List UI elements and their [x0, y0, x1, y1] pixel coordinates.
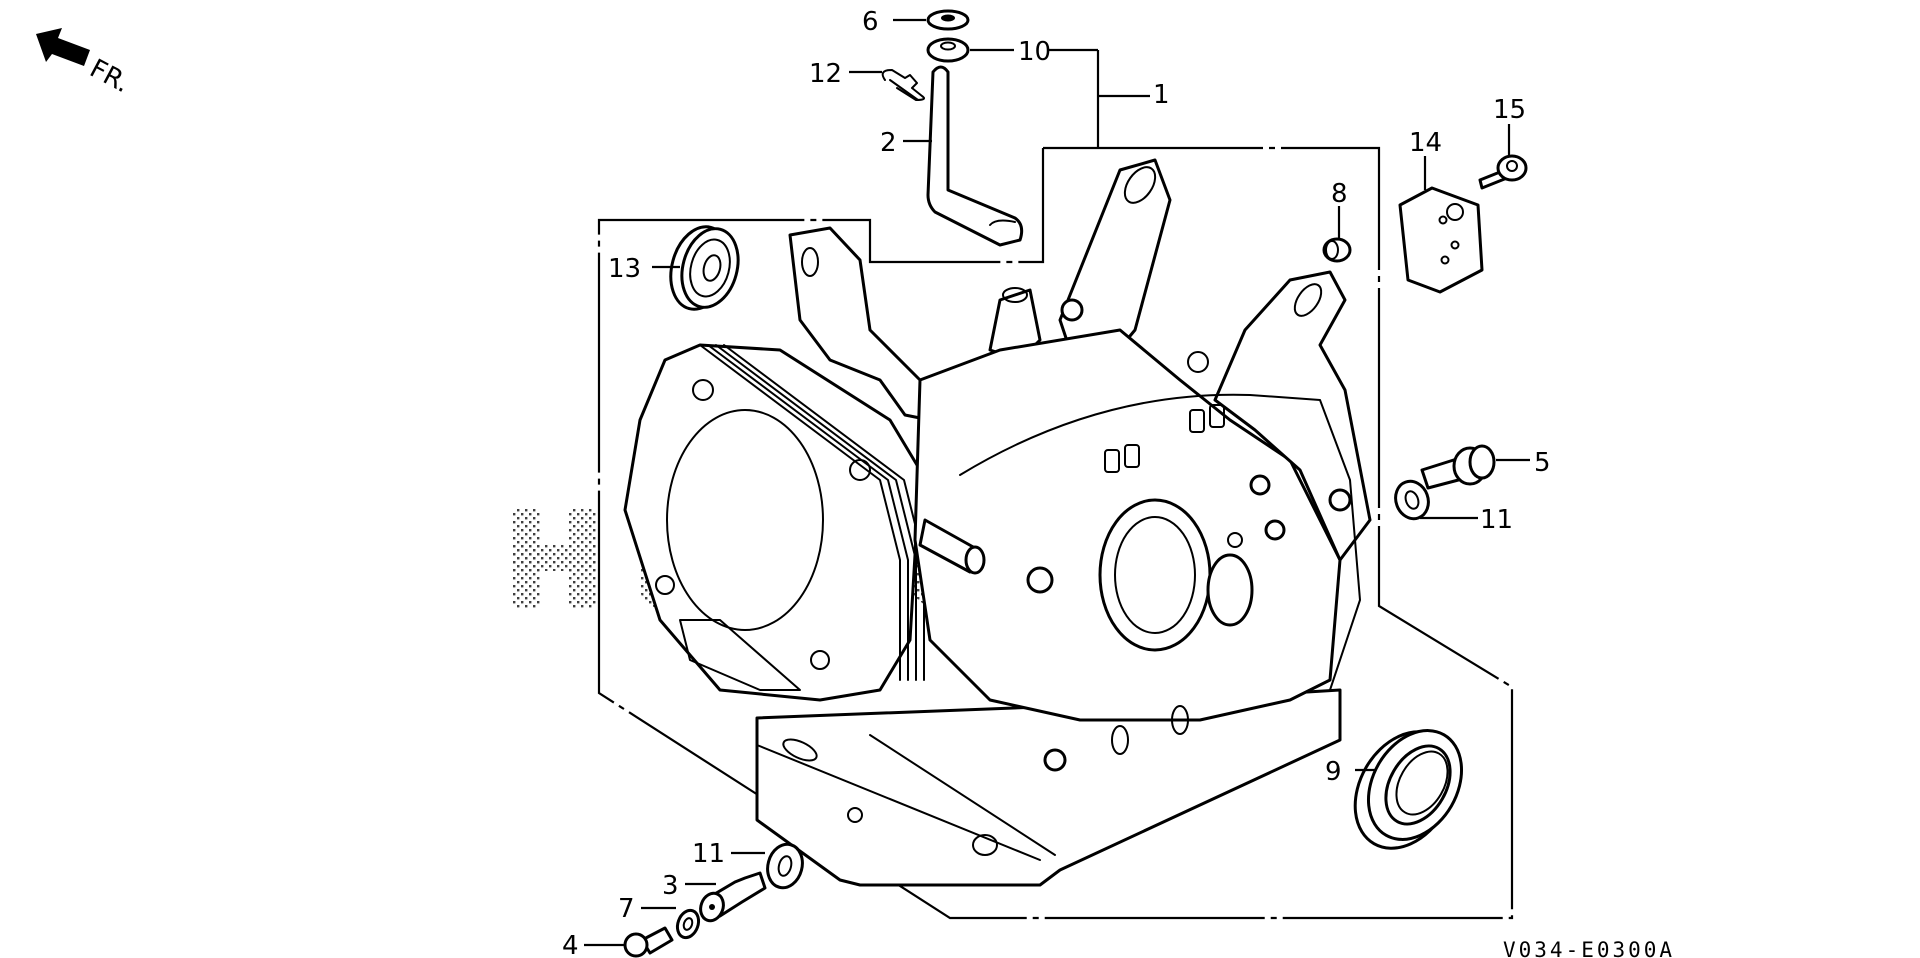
- callout-14: 14: [1409, 128, 1442, 158]
- callout-6: 6: [862, 7, 879, 37]
- part-15-screw: [1478, 154, 1528, 190]
- part-7-washer: [675, 908, 701, 940]
- part-6-washer: [926, 9, 970, 31]
- part-2-governor-shaft: [926, 65, 1024, 247]
- callout-4: 4: [562, 931, 579, 958]
- callout-3: 3: [662, 871, 679, 901]
- callout-5: 5: [1534, 448, 1551, 478]
- callout-8: 8: [1331, 179, 1348, 209]
- front-direction-label: FR.: [85, 54, 135, 99]
- callout-11-right: 11: [1480, 505, 1513, 535]
- part-4-drain-bolt: [623, 926, 674, 958]
- callout-1: 1: [1153, 80, 1170, 110]
- part-8-dowel: [1322, 237, 1352, 263]
- callout-13: 13: [608, 254, 641, 284]
- crankcase: [623, 158, 1372, 887]
- callout-10: 10: [1018, 37, 1051, 67]
- part-11-washer-right: [1394, 479, 1430, 521]
- part-13-bearing: [669, 225, 740, 311]
- part-14-breather-plate: [1398, 186, 1484, 294]
- callout-9: 9: [1325, 757, 1342, 787]
- callout-15: 15: [1493, 95, 1526, 125]
- callout-2: 2: [880, 128, 897, 158]
- part-3-drain-extension: [699, 871, 767, 923]
- callout-7: 7: [618, 894, 635, 924]
- callout-12: 12: [809, 59, 842, 89]
- front-arrow-icon: FR.: [36, 28, 134, 99]
- figure-code: V034-E0300A: [1503, 938, 1675, 958]
- part-11-washer-bottom: [766, 842, 804, 890]
- callout-bracket-1: [1047, 48, 1150, 148]
- callout-labels: 6 10 1 12 2 13 8 14 15 5 11 9 11 3 7 4: [562, 7, 1551, 958]
- part-12-clip: [881, 69, 925, 101]
- part-5-bolt: [1420, 444, 1496, 490]
- part-9-oil-seal: [1353, 729, 1464, 850]
- leader-lines: [584, 18, 1530, 947]
- part-10-washer: [926, 37, 970, 63]
- callout-11-bottom: 11: [692, 839, 725, 869]
